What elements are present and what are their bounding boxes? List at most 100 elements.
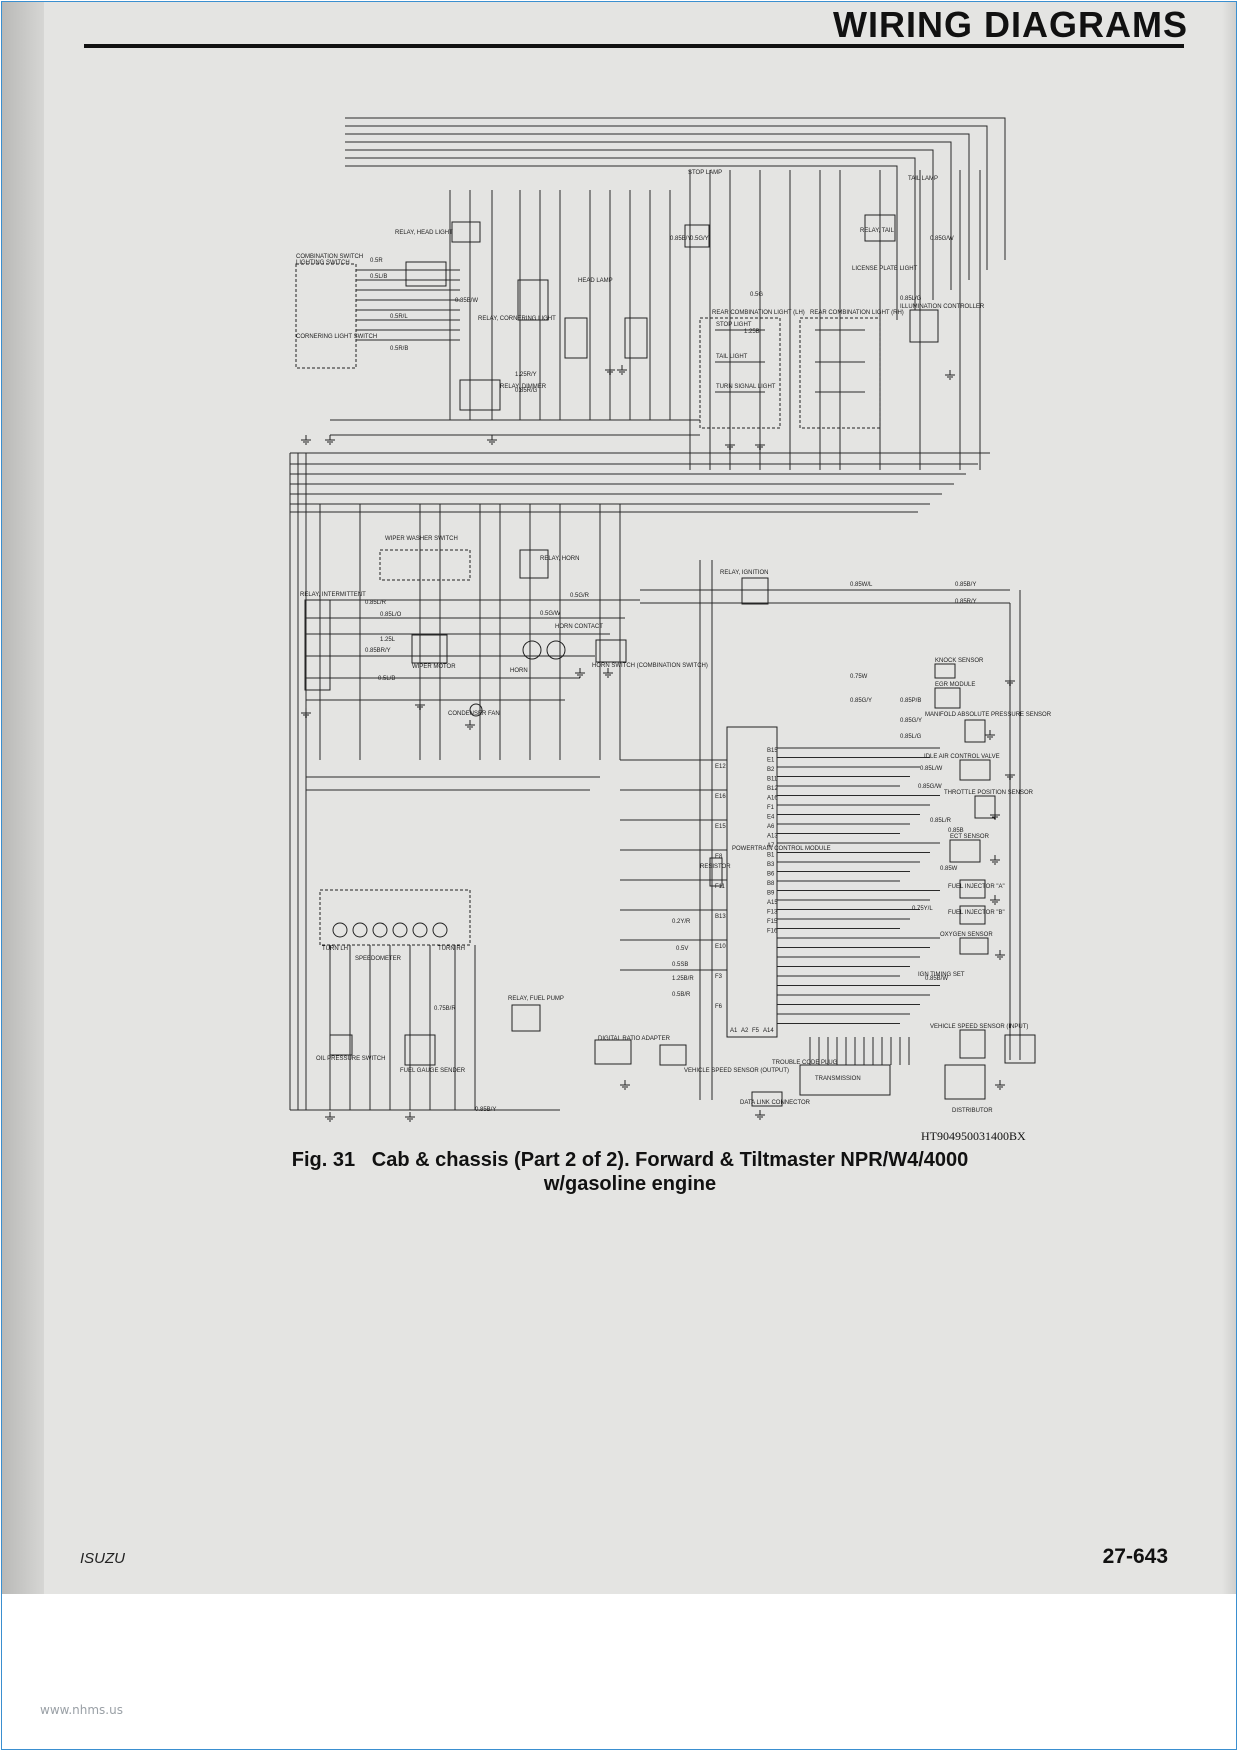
wire-label: 0.85G/Y xyxy=(900,718,922,724)
pcm-pin-label: B3 xyxy=(767,862,775,868)
relay-cornering-light-box xyxy=(517,279,549,321)
gauge-1 xyxy=(352,922,368,938)
pcm-pin-label: F3 xyxy=(715,974,723,980)
wire-label: 0.85P/B xyxy=(900,698,921,704)
component-label: THROTTLE POSITION SENSOR xyxy=(944,790,1034,796)
pcm-pin-label: A16 xyxy=(767,796,778,802)
gauge-0 xyxy=(332,922,348,938)
wire-label: 0.5G/R xyxy=(570,593,590,599)
caption-line-1: Fig. 31 Cab & chassis (Part 2 of 2). For… xyxy=(200,1148,1060,1172)
wire-label: 0.85W xyxy=(940,866,958,872)
wire-label: 0.85L/O xyxy=(380,612,402,618)
vehicle-speed-sensor-input-box xyxy=(959,1029,986,1059)
component-label: MANIFOLD ABSOLUTE PRESSURE SENSOR xyxy=(925,712,1052,718)
pcm-pin-label: B9 xyxy=(767,891,775,897)
component-label: RELAY, INTERMITTENT xyxy=(300,592,366,598)
ground-symbol xyxy=(325,1112,335,1122)
component-label: STOP LAMP xyxy=(688,170,722,176)
footer-brand: ISUZU xyxy=(80,1550,125,1567)
distributor-box xyxy=(944,1064,986,1100)
wire-label: 0.85W/L xyxy=(850,582,873,588)
component-label: RESISTOR xyxy=(700,864,731,870)
ground-symbol xyxy=(755,1110,765,1120)
component-label: HORN SWITCH (COMBINATION SWITCH) xyxy=(592,663,708,669)
wire-label: 0.85B/W xyxy=(925,976,948,982)
pcm-pin-label: F13 xyxy=(767,910,778,916)
horn-lh-symbol xyxy=(522,640,542,660)
component-label: DIGITAL RATIO ADAPTER xyxy=(598,1036,671,1042)
wire-label: 1.25L xyxy=(380,637,396,643)
wire-label: 0.85R/Y xyxy=(955,599,977,605)
wiper-washer-switch-box xyxy=(379,549,471,581)
ground-symbol xyxy=(617,365,627,375)
component-label: WIPER WASHER SWITCH xyxy=(385,536,458,542)
wire-label: 0.85B/W xyxy=(455,298,478,304)
wire-lines xyxy=(289,117,1021,1111)
pcm-pin-label: E15 xyxy=(715,824,726,830)
component-label: DATA LINK CONNECTOR xyxy=(740,1100,811,1106)
horn-switch-box xyxy=(595,639,627,663)
figure-caption: Fig. 31 Cab & chassis (Part 2 of 2). For… xyxy=(200,1148,1060,1196)
wire-label: 0.5G/W xyxy=(540,611,561,617)
relay-head-light-box xyxy=(405,261,447,287)
caption-line-2: w/gasoline engine xyxy=(543,1173,717,1195)
ground-symbol xyxy=(990,895,1000,905)
pcm-pin-label: E1 xyxy=(767,758,775,764)
ground-symbol xyxy=(605,365,615,375)
rear-combination-lh-box xyxy=(699,317,781,429)
pcm-pin-label: F11 xyxy=(715,884,726,890)
head-lamp-lh-box xyxy=(564,317,588,359)
component-label: RELAY, FUEL PUMP xyxy=(508,996,564,1002)
wire xyxy=(345,165,898,320)
wire-label: 0.5SB xyxy=(672,962,688,968)
wire-label: 0.85G/Y xyxy=(850,698,872,704)
wire-label: 0.75Y/L xyxy=(912,906,933,912)
pcm-pin-label: F5 xyxy=(752,1028,760,1034)
throttle-position-sensor-box xyxy=(974,795,996,819)
component-label: TURN SIGNAL LIGHT xyxy=(716,384,776,390)
component-label: COMBINATION SWITCH xyxy=(296,254,363,260)
oil-pressure-switch-box xyxy=(329,1034,353,1056)
wire-label: 0.75W xyxy=(850,674,868,680)
ground-symbol xyxy=(995,950,1005,960)
wire xyxy=(345,157,916,310)
ground-symbol xyxy=(985,730,995,740)
caption-text-1: Cab & chassis (Part 2 of 2). Forward & T… xyxy=(371,1149,969,1171)
relay-intermittent-box xyxy=(304,599,331,691)
ground-symbol xyxy=(487,435,497,445)
ground-symbol xyxy=(620,1080,630,1090)
scan-binding-shadow xyxy=(2,2,44,1594)
component-label: STOP LIGHT xyxy=(716,322,752,328)
pcm-pin-label: A6 xyxy=(767,824,775,830)
pcm-pin-label: E16 xyxy=(715,794,726,800)
component-label: FUEL INJECTOR "A" xyxy=(948,884,1005,890)
component-label: WIPER MOTOR xyxy=(412,664,456,670)
meter-panel-box xyxy=(319,889,471,946)
head-lamp-rh-box xyxy=(624,317,648,359)
ground-symbol xyxy=(945,370,955,380)
wire-label: 0.85B/Y xyxy=(670,236,691,242)
iac-valve-box xyxy=(959,759,991,781)
gauge-3 xyxy=(392,922,408,938)
gauge-2 xyxy=(372,922,388,938)
pcm-pin-label: F16 xyxy=(767,929,778,935)
component-label: RELAY, DIMMER xyxy=(500,384,547,390)
powertrain-control-module-box xyxy=(726,726,778,1038)
component-label: RELAY, TAIL xyxy=(860,228,895,234)
ground-symbol xyxy=(1005,770,1015,780)
relay-ignition-box xyxy=(741,577,769,605)
pcm-pin-label: E10 xyxy=(715,944,726,950)
wire-label: 0.85G/W xyxy=(918,784,942,790)
ground-symbol xyxy=(603,668,613,678)
component-label: KNOCK SENSOR xyxy=(935,658,984,664)
egr-module-box xyxy=(934,687,961,709)
component-label: DISTRIBUTOR xyxy=(952,1108,993,1114)
ground-symbol xyxy=(1005,676,1015,686)
component-label: TAIL LAMP xyxy=(908,176,938,182)
transmission-box xyxy=(799,1064,891,1096)
component-label: ILLUMINATION CONTROLLER xyxy=(900,304,985,310)
component-label: TRANSMISSION xyxy=(815,1076,861,1082)
component-label: TAIL LIGHT xyxy=(716,354,748,360)
pcm-pin-label: A13 xyxy=(767,834,778,840)
